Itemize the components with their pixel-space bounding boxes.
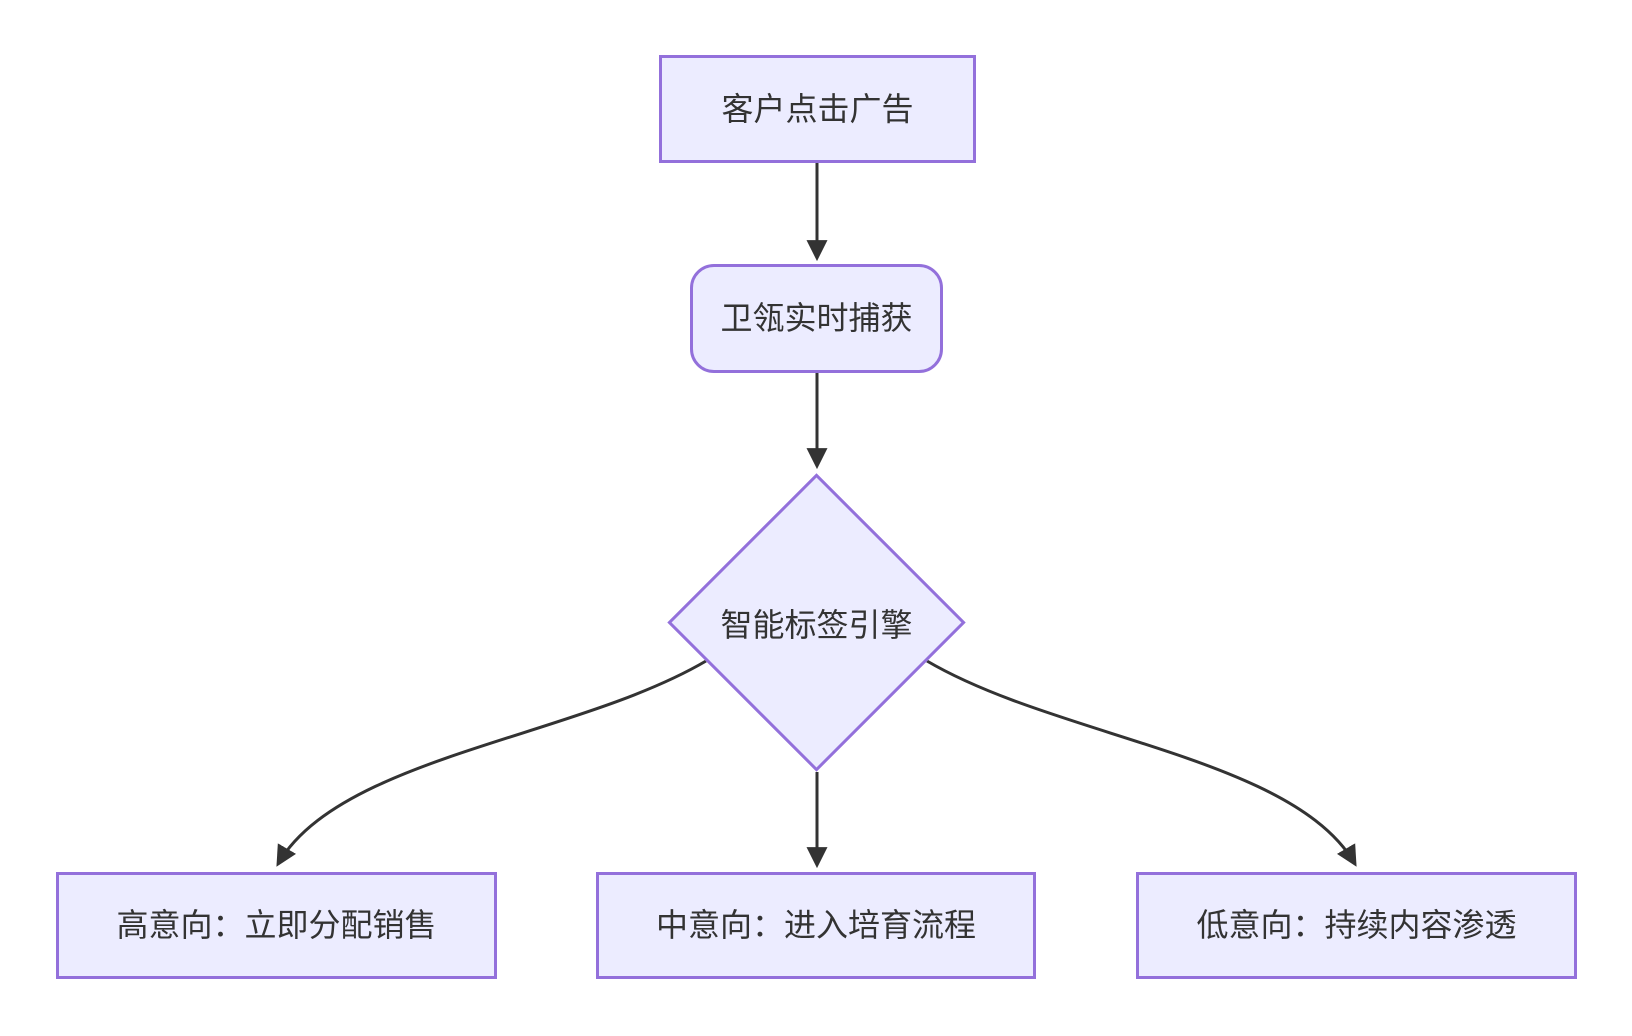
node-weiling-realtime-capture-label: 卫瓴实时捕获 bbox=[720, 300, 913, 337]
edge-engine-to-high bbox=[276, 659, 707, 867]
node-high-intent-label: 高意向：立即分配销售 bbox=[116, 907, 437, 944]
node-low-intent-label: 低意向：持续内容渗透 bbox=[1196, 907, 1517, 944]
node-mid-intent: 中意向：进入培育流程 bbox=[596, 872, 1036, 979]
node-customer-ad-click-label: 客户点击广告 bbox=[721, 90, 914, 127]
node-smart-tag-engine-label: 智能标签引擎 bbox=[720, 606, 913, 643]
node-smart-tag-engine: 智能标签引擎 bbox=[666, 472, 967, 773]
node-high-intent: 高意向：立即分配销售 bbox=[56, 872, 497, 979]
node-customer-ad-click: 客户点击广告 bbox=[659, 55, 976, 163]
node-weiling-realtime-capture: 卫瓴实时捕获 bbox=[690, 264, 943, 373]
node-mid-intent-label: 中意向：进入培育流程 bbox=[655, 907, 976, 944]
node-low-intent: 低意向：持续内容渗透 bbox=[1136, 872, 1577, 979]
edge-engine-to-low bbox=[926, 659, 1357, 867]
